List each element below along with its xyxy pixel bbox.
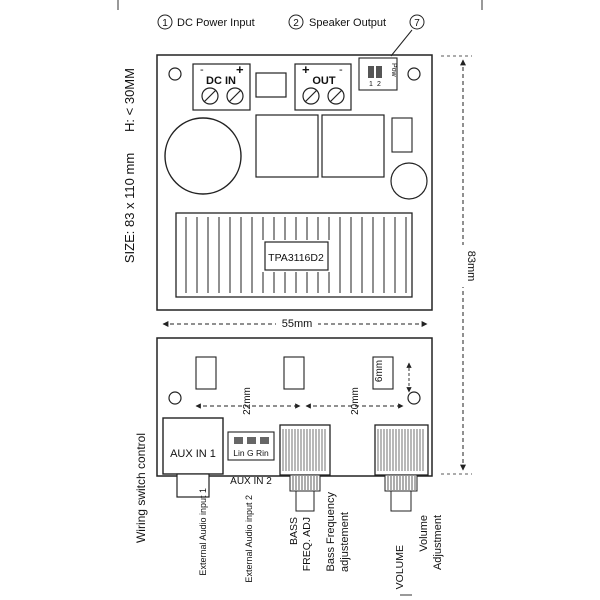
bass-label-1: BASS	[288, 517, 300, 545]
dc-in-screw-2	[226, 87, 244, 105]
small-capacitor	[390, 162, 428, 200]
small-component-lower-3	[372, 356, 394, 390]
dc-in-label: DC IN	[206, 75, 236, 87]
capacitor-small	[255, 72, 287, 98]
ext-audio-2-label: External Audio input 2	[244, 495, 254, 583]
bass-label-2: FREQ. ADJ	[301, 517, 313, 571]
dimension-20mm: 20mm	[305, 387, 404, 415]
dc-in-screw-1	[201, 87, 219, 105]
dc-in-minus: -	[200, 64, 204, 76]
small-component-lower-2	[283, 356, 305, 390]
power-switch: 1 2 Pow	[358, 57, 398, 91]
mounting-hole-bottom-left	[168, 391, 182, 405]
dimension-height-label: 83mm	[465, 251, 477, 282]
out-plus: +	[302, 62, 310, 77]
callout-label-dc-power: DC Power Input	[177, 17, 255, 29]
heatsink: TPA3116D2	[175, 212, 413, 298]
dc-in-plus: +	[236, 62, 244, 77]
aux-in-1-jack: AUX IN 1	[162, 417, 224, 498]
pow-pin-2: 2	[377, 81, 381, 88]
volume-adjust-label-1: Volume	[418, 515, 430, 552]
inductor-1	[255, 114, 319, 178]
pow-pin-1: 1	[369, 81, 373, 88]
dimension-22mm-label: 22mm	[242, 387, 253, 415]
pow-label: Pow	[390, 63, 397, 78]
wiring-switch-note: Wiring switch control	[134, 433, 148, 543]
callout-speaker-output: 2 Speaker Output	[288, 14, 386, 30]
callout-number-7: 7	[414, 18, 420, 29]
volume-label: VOLUME	[394, 545, 406, 589]
dimension-22mm: 22mm	[195, 387, 301, 415]
height-spec: H: < 30MM	[122, 68, 137, 132]
volume-adjust-label-2: Adjustment	[432, 515, 444, 570]
dc-in-terminal: - + DC IN	[192, 62, 251, 111]
small-component-lower-1	[195, 356, 217, 390]
out-minus: -	[339, 64, 343, 76]
out-label: OUT	[312, 75, 336, 87]
out-screw-2	[327, 87, 345, 105]
out-screw-1	[302, 87, 320, 105]
callout-leader-7	[390, 29, 413, 57]
callout-number-2: 2	[293, 18, 299, 29]
size-spec: SIZE: 83 x 110 mm	[122, 153, 137, 263]
volume-potentiometer	[374, 424, 429, 512]
out-terminal: + - OUT	[294, 62, 352, 111]
aux-in-1-label: AUX IN 1	[170, 448, 216, 460]
dimension-20mm-label: 20mm	[350, 387, 361, 415]
dimension-6mm: 6mm	[374, 360, 412, 393]
large-capacitor	[164, 117, 242, 195]
chip-label: TPA3116D2	[268, 252, 324, 264]
callout-label-speaker-output: Speaker Output	[309, 17, 386, 29]
dimension-height: 83mm	[441, 55, 477, 475]
chip-box	[264, 241, 329, 271]
mounting-hole-top-left	[168, 67, 182, 81]
bass-adjust-label-2: adjustement	[339, 512, 351, 572]
board-outline	[156, 54, 433, 311]
callout-power-switch: 7	[390, 14, 425, 57]
bass-potentiometer	[279, 424, 331, 512]
dimension-6mm-label: 6mm	[374, 360, 385, 382]
dimension-width: 55mm	[162, 315, 428, 330]
aux-in-2-pins: Lin G Rin	[233, 448, 269, 458]
callout-number-1: 1	[162, 18, 168, 29]
crop-marks	[117, 0, 483, 596]
small-component-right	[391, 117, 413, 153]
callout-dc-power: 1 DC Power Input	[157, 14, 255, 30]
bass-adjust-label-1: Bass Frequency	[325, 492, 337, 572]
aux-in-2-label: AUX IN 2	[230, 476, 272, 487]
inductor-2	[321, 114, 385, 178]
mounting-hole-bottom-right	[407, 391, 421, 405]
aux-in-2-header: Lin G Rin AUX IN 2	[227, 431, 275, 487]
ext-audio-1-label: External Audio input 1	[198, 488, 208, 576]
dimension-width-label: 55mm	[282, 318, 313, 330]
mounting-hole-top-right	[407, 67, 421, 81]
